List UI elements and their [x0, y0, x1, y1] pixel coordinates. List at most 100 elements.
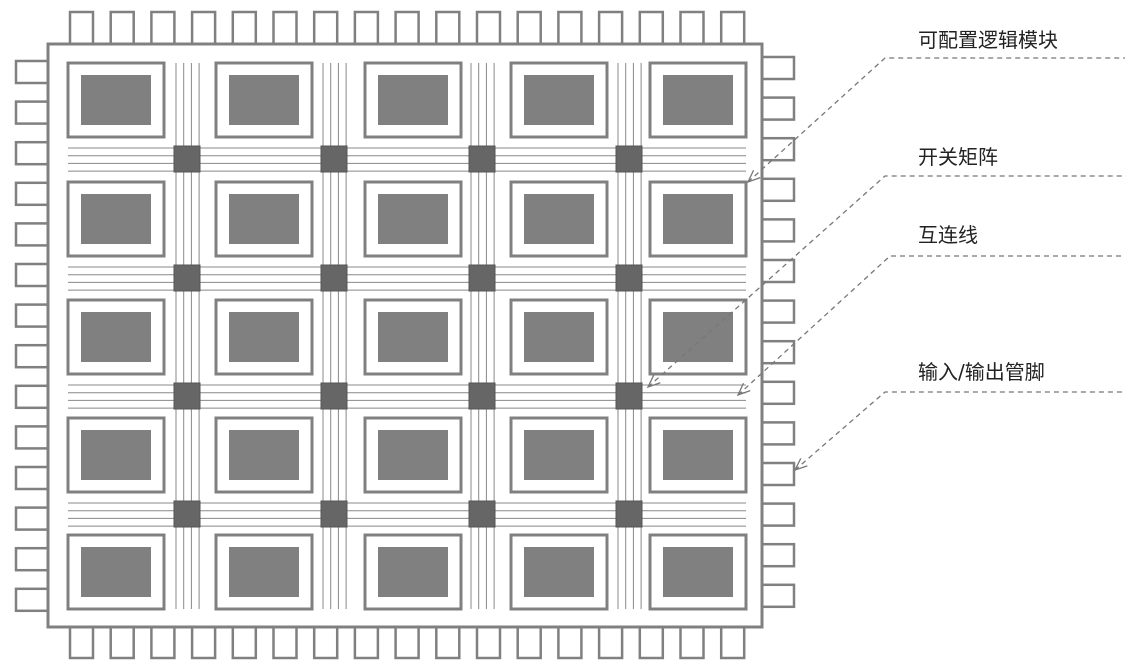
clb-core	[663, 194, 733, 244]
switch-matrix	[615, 382, 643, 410]
switch-matrix	[173, 145, 201, 173]
switch-matrix	[468, 500, 496, 528]
io-pin-bottom	[475, 625, 502, 660]
io-pin-bottom	[150, 625, 176, 660]
clb-core	[81, 430, 151, 480]
clb-core	[378, 547, 448, 597]
io-pin-top	[638, 10, 665, 46]
switch-matrix	[173, 382, 201, 410]
clb-core	[229, 547, 299, 597]
switch-matrix	[615, 145, 643, 173]
io-pin-left	[14, 303, 50, 328]
clb-core	[378, 194, 448, 244]
arrowhead-icon	[793, 458, 808, 472]
io-pins	[14, 10, 796, 660]
io-pin-right	[760, 55, 796, 81]
clb-core	[663, 430, 733, 480]
switch-matrix	[615, 500, 643, 528]
clb-grid	[66, 61, 748, 611]
leader-interconnect	[737, 255, 1125, 396]
clb-core	[229, 194, 299, 244]
io-pin-bottom	[231, 625, 258, 660]
io-pin-right	[760, 461, 796, 487]
arrowhead-icon	[736, 382, 751, 397]
clb-core	[378, 430, 448, 480]
io-pin-top	[516, 10, 542, 46]
clb-core	[663, 547, 733, 597]
io-pin-bottom	[719, 625, 746, 660]
io-pin-right	[760, 502, 796, 527]
io-pin-bottom	[109, 625, 135, 660]
label-io-pins: 输入/输出管脚	[918, 360, 1045, 384]
clb-core	[663, 312, 733, 362]
io-pin-bottom	[394, 625, 420, 660]
switch-matrix	[173, 264, 201, 292]
io-pin-right	[760, 136, 796, 162]
switch-matrix	[320, 264, 348, 292]
switch-matrix	[320, 145, 348, 173]
io-pin-top	[475, 10, 502, 46]
io-pin-left	[14, 343, 50, 369]
io-pin-right	[760, 96, 796, 121]
io-pin-bottom	[638, 625, 665, 660]
io-pin-left	[14, 546, 50, 572]
clb-core	[81, 75, 151, 125]
clb-core	[229, 75, 299, 125]
io-pin-left	[14, 59, 50, 85]
leader-io-pins	[794, 391, 1125, 471]
leader-switch-matrix	[647, 175, 1125, 388]
label-switch-matrix: 开关矩阵	[918, 145, 998, 169]
switch-matrix	[320, 382, 348, 410]
io-pin-top	[272, 10, 298, 46]
io-pin-top	[312, 10, 339, 46]
io-pin-top	[353, 10, 380, 46]
clb-core	[524, 430, 594, 480]
io-pin-left	[14, 587, 50, 613]
io-pin-bottom	[516, 625, 542, 660]
io-pin-right	[760, 542, 796, 568]
switch-matrix	[173, 500, 201, 528]
io-pin-right	[760, 583, 796, 609]
io-pin-bottom	[353, 625, 380, 660]
io-pin-right	[760, 421, 796, 446]
clb-core	[81, 312, 151, 362]
io-pin-left	[14, 506, 50, 531]
io-pin-bottom	[190, 625, 217, 660]
clb-core	[524, 547, 594, 597]
io-pin-bottom	[272, 625, 298, 660]
io-pin-top	[557, 10, 583, 46]
clb-core	[378, 75, 448, 125]
io-pin-top	[394, 10, 420, 46]
switch-matrix	[468, 145, 496, 173]
io-pin-left	[14, 425, 50, 450]
clb-core	[524, 312, 594, 362]
io-pin-top	[231, 10, 258, 46]
leader-lines	[646, 57, 1125, 472]
label-clb: 可配置逻辑模块	[918, 28, 1058, 52]
io-pin-bottom	[679, 625, 705, 660]
io-pin-left	[14, 222, 50, 247]
io-pin-top	[190, 10, 217, 46]
io-pin-right	[760, 339, 796, 365]
io-pin-top	[109, 10, 135, 46]
io-pin-top	[435, 10, 461, 46]
io-pin-bottom	[68, 625, 95, 660]
io-pin-top	[68, 10, 95, 46]
label-interconnect: 互连线	[918, 223, 978, 247]
switch-matrices	[173, 145, 643, 528]
switch-matrix	[320, 500, 348, 528]
clb-core	[229, 430, 299, 480]
clb-core	[378, 312, 448, 362]
clb-core	[81, 194, 151, 244]
arrowhead-icon	[646, 375, 661, 389]
clb-core	[663, 75, 733, 125]
io-pin-left	[14, 140, 50, 166]
io-pin-right	[760, 299, 796, 324]
io-pin-top	[150, 10, 176, 46]
clb-core	[524, 75, 594, 125]
io-pin-bottom	[435, 625, 461, 660]
io-pin-left	[14, 384, 50, 410]
switch-matrix	[468, 264, 496, 292]
io-pin-left	[14, 262, 50, 288]
